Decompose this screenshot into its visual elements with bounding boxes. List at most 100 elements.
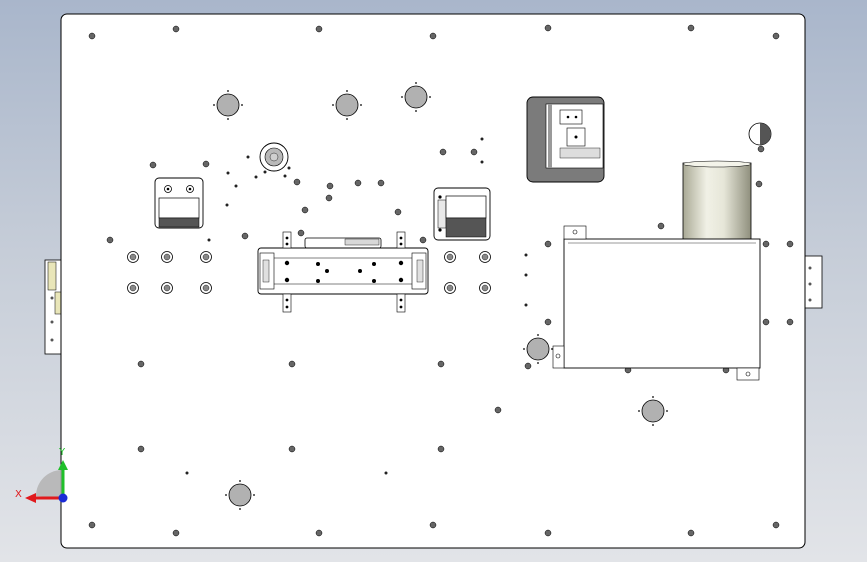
tiny-hole (480, 137, 484, 141)
tick-mark (652, 424, 654, 426)
large-hole (228, 483, 252, 507)
small-hole (687, 24, 695, 32)
tick-mark (253, 494, 255, 496)
split-indicator (748, 122, 772, 146)
small-hole (437, 445, 445, 453)
tick-mark (415, 82, 417, 84)
large-hole (641, 399, 665, 423)
small-hole (172, 25, 180, 33)
small-hole (137, 445, 145, 453)
small-hole (288, 360, 296, 368)
tick-mark (537, 334, 539, 336)
tick-mark (239, 480, 241, 482)
rotary-knob[interactable] (259, 142, 289, 172)
tiny-hole (254, 175, 258, 179)
small-hole (315, 529, 323, 537)
small-hole (762, 318, 770, 326)
motor-housing[interactable] (552, 225, 761, 381)
tick-mark (551, 348, 553, 350)
small-hole (88, 521, 96, 529)
small-hole (326, 182, 334, 190)
large-holes (213, 82, 668, 510)
small-holes (88, 24, 794, 537)
small-hole (354, 179, 362, 187)
small-hole (315, 25, 323, 33)
small-hole (544, 318, 552, 326)
small-hole (437, 360, 445, 368)
base-plate[interactable] (60, 13, 806, 549)
large-hole (526, 337, 550, 361)
tick-mark (523, 348, 525, 350)
tick-mark (225, 494, 227, 496)
small-hole (544, 529, 552, 537)
small-hole (394, 208, 402, 216)
small-hole (137, 360, 145, 368)
large-hole (216, 93, 240, 117)
tick-mark (346, 90, 348, 92)
bolt-center (481, 284, 489, 292)
large-hole (335, 93, 359, 117)
small-hole (106, 236, 114, 244)
bolt-center (129, 284, 137, 292)
tick-mark (537, 362, 539, 364)
inset-module[interactable] (526, 96, 605, 183)
tick-mark (415, 110, 417, 112)
tick-mark (227, 118, 229, 120)
small-hole (755, 180, 763, 188)
tick-mark (332, 104, 334, 106)
small-hole (757, 145, 765, 153)
tiny-holes (185, 137, 528, 475)
motor-cylinder[interactable] (682, 160, 752, 242)
small-hole (657, 222, 665, 230)
tiny-hole (185, 471, 189, 475)
small-hole (762, 240, 770, 248)
small-hole (772, 32, 780, 40)
left-gripper-block[interactable] (154, 177, 204, 229)
bolt-center (202, 253, 210, 261)
small-hole (377, 179, 385, 187)
tick-mark (241, 104, 243, 106)
tiny-hole (480, 160, 484, 164)
tick-mark (429, 96, 431, 98)
small-hole (524, 362, 532, 370)
tick-mark (360, 104, 362, 106)
tick-mark (666, 410, 668, 412)
small-hole (439, 148, 447, 156)
small-hole (429, 32, 437, 40)
small-hole (786, 240, 794, 248)
tick-mark (213, 104, 215, 106)
small-hole (786, 318, 794, 326)
small-hole (149, 161, 157, 169)
small-hole (772, 521, 780, 529)
y-axis-label: Y (58, 447, 66, 458)
small-hole (494, 406, 502, 414)
tiny-hole (524, 303, 528, 307)
tiny-hole (524, 273, 528, 277)
tiny-hole (226, 171, 230, 175)
small-hole (88, 32, 96, 40)
bolt-center (481, 253, 489, 261)
tick-mark (227, 90, 229, 92)
small-hole (325, 194, 333, 202)
tick-mark (652, 396, 654, 398)
tick-mark (239, 508, 241, 510)
x-axis-label: X (15, 489, 22, 500)
large-hole (404, 85, 428, 109)
tick-mark (346, 118, 348, 120)
right-gripper-block[interactable] (433, 187, 491, 241)
tick-mark (638, 410, 640, 412)
tiny-hole (225, 203, 229, 207)
center-slide-assembly[interactable] (257, 231, 429, 313)
small-hole (419, 236, 427, 244)
tiny-hole (207, 238, 211, 242)
small-hole (544, 24, 552, 32)
tiny-hole (263, 170, 267, 174)
tiny-hole (246, 155, 250, 159)
tiny-hole (384, 471, 388, 475)
tiny-hole (283, 174, 287, 178)
tiny-hole (287, 166, 291, 170)
bolt-center (163, 253, 171, 261)
small-hole (429, 521, 437, 529)
